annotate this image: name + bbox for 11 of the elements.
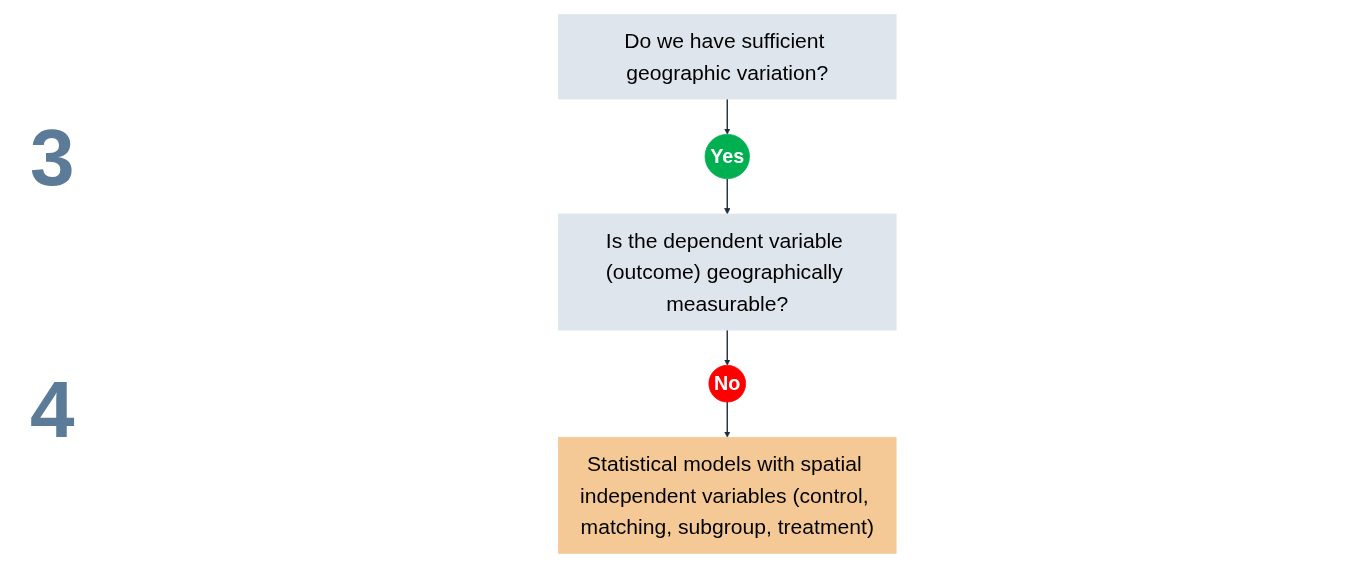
arrow (723, 97, 730, 135)
node-box: Is the dependent variable (outcome) geographically measurable? (557, 213, 896, 330)
arrow (723, 328, 730, 366)
node-circle: Yes (704, 133, 750, 179)
node-circle: No (708, 364, 746, 402)
arrow (723, 177, 730, 214)
arrow (723, 400, 730, 438)
node-box: Statistical models with spatial independent variables (control, matching, subgroup, treatment) (557, 436, 896, 554)
step-number: 3 (30, 111, 75, 204)
step-number: 4 (30, 363, 75, 456)
node-box: Do we have sufficient geographic variation? (557, 13, 896, 99)
